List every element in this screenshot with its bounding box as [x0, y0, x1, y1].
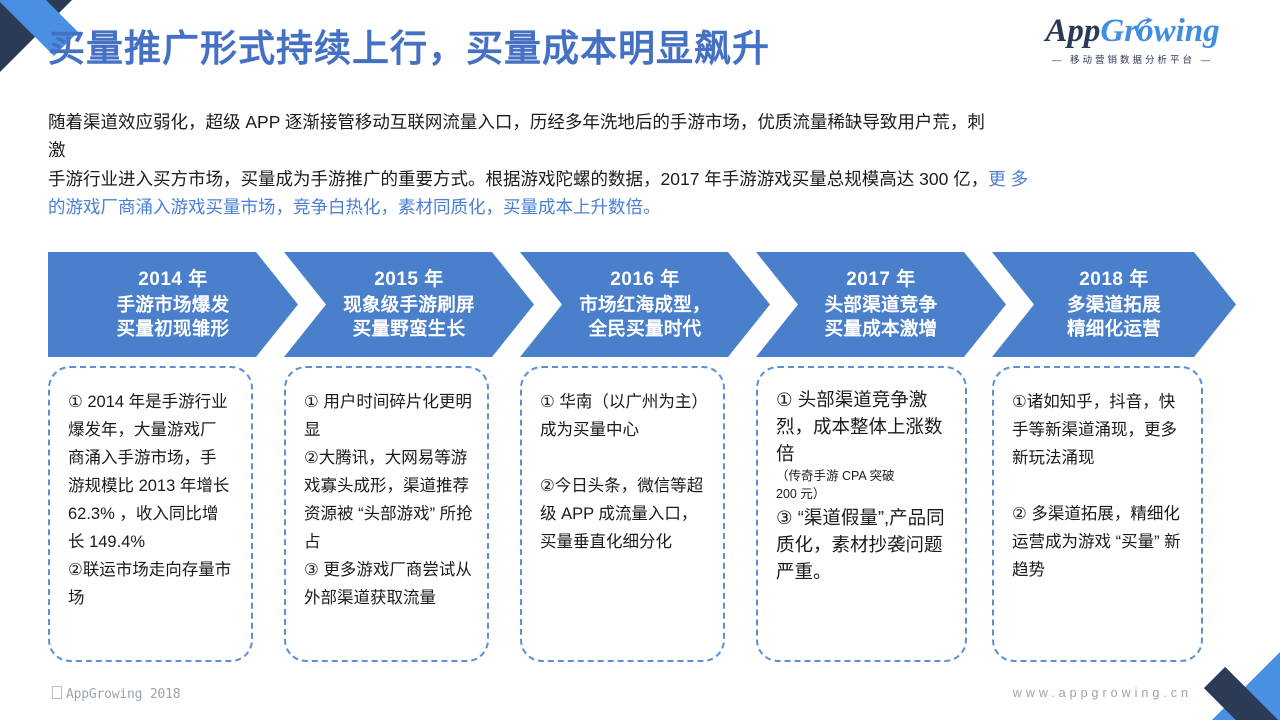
timeline-step-2018[interactable]: 2018 年 多渠道拓展 精细化运营: [992, 252, 1236, 357]
copyright-glyph-icon: [52, 686, 62, 699]
card-blank-line: [1012, 472, 1187, 500]
paragraph-line-1: 随着渠道效应弱化，超级 APP 逐渐接管移动互联网流量入口，历经多年洗地后的手游…: [48, 112, 985, 132]
card-paragraph: ① 2014 年是手游行业 爆发年，大量游戏厂 商涌入手游市场，手 游规模比 2…: [68, 393, 230, 552]
bottom-right-corner-decoration: [1170, 630, 1280, 720]
logo-subtitle-dash-right: —: [1200, 54, 1214, 66]
card-paragraph: （传奇手游 CPA 突破: [776, 469, 895, 483]
timeline-step-line2: 精细化运营: [1066, 317, 1161, 339]
timeline-step-year: 2016 年: [610, 269, 680, 291]
card-paragraph: ② 多渠道拓展，精细化运营成为游戏 “买量” 新趋势: [1012, 505, 1181, 580]
timeline-step-year: 2015 年: [374, 269, 444, 291]
paragraph-line-3-highlight: 更 多: [988, 168, 1029, 189]
footer-copyright-text: AppGrowing 2018: [66, 687, 181, 702]
card-paragraph: ②联运市场走向存量市场: [68, 561, 232, 608]
intro-paragraph: 随着渠道效应弱化，超级 APP 逐渐接管移动互联网流量入口，历经多年洗地后的手游…: [48, 108, 1234, 221]
detail-card-2015[interactable]: ① 用户时间碎片化更明显 ②大腾讯，大网易等游戏寡头成形，渠道推荐资源被 “头部游…: [284, 366, 489, 662]
logo-word-app: App: [1045, 13, 1101, 49]
card-paragraph: ③ “渠道假量”,产品同质化，素材抄袭问题严重。: [776, 506, 945, 582]
detail-card-2014[interactable]: ① 2014 年是手游行业 爆发年，大量游戏厂 商涌入手游市场，手 游规模比 2…: [48, 366, 253, 662]
card-paragraph: ① 用户时间碎片化更明显: [304, 393, 472, 440]
card-paragraph: ① 头部渠道竞争激烈，成本整体上涨数倍: [776, 389, 943, 464]
timeline-chevron-band: 2014 年 手游市场爆发 买量初现雏形 2015 年 现象级手游刷屏 买量野蛮…: [48, 252, 1236, 357]
timeline-step-line1: 手游市场爆发: [116, 293, 230, 315]
detail-card-2018[interactable]: ①诸如知乎，抖音，快手等新渠道涌现，更多新玩法涌现 ② 多渠道拓展，精细化运营成为…: [992, 366, 1203, 662]
timeline-step-line1: 多渠道拓展: [1066, 293, 1161, 315]
timeline-step-line2: 买量成本激增: [824, 317, 938, 339]
timeline-step-line1: 头部渠道竞争: [824, 293, 938, 315]
card-paragraph: ③ 更多游戏厂商尝试从外部渠道获取流量: [304, 561, 472, 608]
timeline-step-line1: 市场红海成型，: [579, 293, 711, 315]
top-left-corner-decoration: [0, 0, 120, 110]
paragraph-line-2: 激: [48, 140, 66, 161]
footer-copyright: AppGrowing 2018: [52, 686, 181, 702]
card-blank-line: [540, 444, 709, 472]
card-paragraph: ① 华南（以广州为主）成为买量中心: [540, 393, 708, 440]
paragraph-line-3: 手游行业进入买方市场，买量成为手游推广的重要方式。根据游戏陀螺的数据，2017 …: [48, 165, 1234, 193]
logo-word-growing: Growing: [1100, 13, 1220, 49]
logo-subtitle: — 移动营销数据分析平台 —: [1025, 52, 1240, 66]
card-paragraph: ②大腾讯，大网易等游戏寡头成形，渠道推荐资源被 “头部游戏” 所抢占: [304, 449, 473, 552]
timeline-step-line2: 买量野蛮生长: [352, 317, 466, 339]
card-paragraph: ①诸如知乎，抖音，快手等新渠道涌现，更多新玩法涌现: [1012, 393, 1177, 468]
timeline-step-line2: 买量初现雏形: [116, 317, 230, 339]
timeline-step-line1: 现象级手游刷屏: [343, 293, 475, 315]
detail-card-2017[interactable]: ① 头部渠道竞争激烈，成本整体上涨数倍 （传奇手游 CPA 突破 200 元） ③ “…: [756, 366, 967, 662]
timeline-step-2014[interactable]: 2014 年 手游市场爆发 买量初现雏形: [48, 252, 298, 357]
detail-card-2016[interactable]: ① 华南（以广州为主）成为买量中心 ②今日头条，微信等超级 APP 成流量入口， …: [520, 366, 725, 662]
timeline-step-year: 2017 年: [846, 269, 916, 291]
page-title: 买量推广形式持续上行，买量成本明显飙升: [48, 28, 770, 69]
growth-arrow-icon: [1136, 16, 1153, 36]
card-paragraph: 200 元）: [776, 487, 826, 502]
footer-website: www.appgrowing.cn: [1012, 686, 1192, 700]
brand-logo: AppGrowing — 移动营销数据分析平台 —: [1025, 14, 1240, 66]
paragraph-line-3-plain: 手游行业进入买方市场，买量成为手游推广的重要方式。根据游戏陀螺的数据，2017 …: [48, 168, 989, 189]
detail-card-row: ① 2014 年是手游行业 爆发年，大量游戏厂 商涌入手游市场，手 游规模比 2…: [48, 366, 1236, 662]
timeline-step-line2: 全民买量时代: [588, 317, 702, 339]
timeline-step-2016[interactable]: 2016 年 市场红海成型， 全民买量时代: [520, 252, 770, 357]
timeline-step-2015[interactable]: 2015 年 现象级手游刷屏 买量野蛮生长: [284, 252, 534, 357]
logo-wordmark: AppGrowing: [1025, 14, 1240, 49]
timeline-step-year: 2018 年: [1079, 269, 1149, 291]
logo-subtitle-text: 移动营销数据分析平台: [1069, 54, 1195, 66]
card-paragraph: ②今日头条，微信等超级 APP 成流量入口， 买量垂直化细分化: [540, 477, 704, 552]
timeline-step-2017[interactable]: 2017 年 头部渠道竞争 买量成本激增: [756, 252, 1006, 357]
paragraph-line-4: 的游戏厂商涌入游戏买量市场，竞争白热化，素材同质化，买量成本上升数倍。: [48, 197, 661, 218]
logo-subtitle-dash-left: —: [1051, 54, 1065, 66]
timeline-step-year: 2014 年: [138, 269, 208, 291]
